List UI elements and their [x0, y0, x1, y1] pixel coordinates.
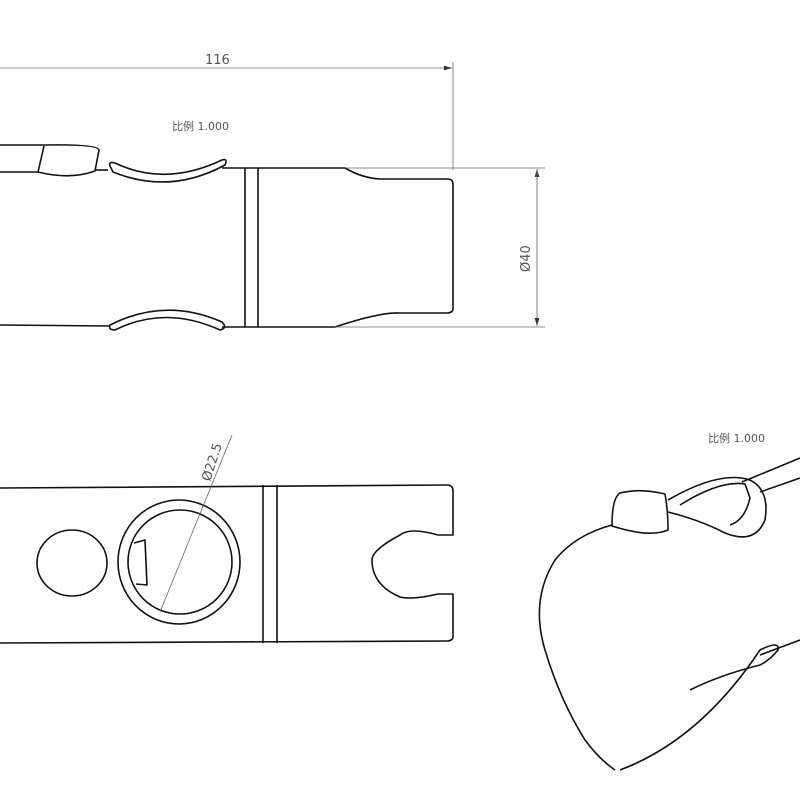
diameter-dimension-label: Ø40 — [519, 245, 534, 272]
hole-diameter-leader — [159, 434, 233, 613]
top-view: Ø22.5 — [0, 434, 454, 644]
body-edge — [759, 639, 800, 656]
ring-outer — [117, 499, 241, 625]
lower-arc-clip — [108, 309, 226, 331]
body-outline — [0, 484, 454, 644]
clip-loop — [667, 476, 767, 538]
scale-label: 比例 1.000 — [172, 119, 229, 133]
clip-tab — [611, 489, 669, 534]
body-edge — [0, 324, 111, 327]
upper-arc-clip — [108, 158, 227, 183]
isometric-view: 比例 1.000 — [538, 431, 800, 771]
scale-label: 比例 1.000 — [708, 431, 765, 445]
clip-tab — [0, 144, 100, 177]
latch-detail — [133, 539, 148, 586]
body-outline — [538, 524, 616, 771]
lower-clip — [619, 644, 779, 771]
body-edge — [741, 457, 800, 493]
hole-diameter-label: Ø22.5 — [200, 441, 226, 483]
body-outline — [222, 167, 454, 328]
length-dimension-label: 116 — [205, 53, 230, 68]
front-view: 116 比例 1.000 Ø40 — [0, 53, 545, 331]
ring-inner — [127, 509, 233, 615]
button-hole — [36, 529, 108, 597]
clip-inner — [679, 482, 751, 526]
